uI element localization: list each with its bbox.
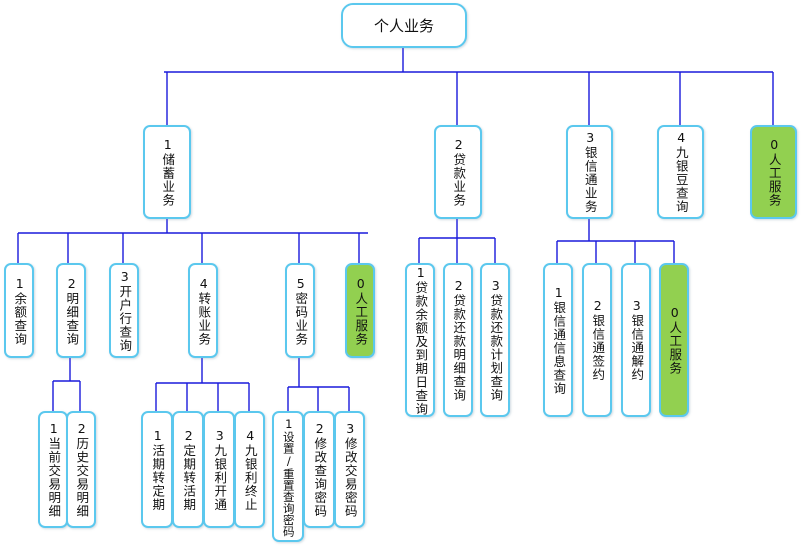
node-label: 0人工服务 — [766, 137, 782, 207]
node-jiuyindou-query[interactable]: 4九银豆查询 — [657, 125, 704, 219]
node-transfer-business[interactable]: 4转账业务 — [188, 263, 218, 358]
node-jiuyinli-terminate[interactable]: 4九银利终止 — [234, 411, 265, 528]
node-yinxintong[interactable]: 3银信通业务 — [566, 125, 613, 219]
node-label: 2明细查询 — [64, 275, 80, 346]
node-set-reset-query-password[interactable]: 1设置/重置查询密码 — [272, 411, 304, 542]
node-label: 1活期转定期 — [150, 427, 166, 512]
node-label: 个人业务 — [373, 17, 434, 35]
node-loan-balance-due-query[interactable]: 1贷款余额及到期日查询 — [405, 263, 435, 417]
node-label: 4九银利终止 — [242, 427, 258, 512]
node-loan-repayment-plan-query[interactable]: 3贷款还款计划查询 — [480, 263, 510, 417]
node-savings[interactable]: 1储蓄业务 — [143, 125, 191, 219]
node-label: 3九银利开通 — [212, 427, 228, 512]
node-manual-service[interactable]: 0人工服务 — [750, 125, 797, 219]
node-yinxintong-sign[interactable]: 2银信通签约 — [582, 263, 612, 417]
node-fixed-to-demand[interactable]: 2定期转活期 — [172, 411, 204, 528]
node-change-query-password[interactable]: 2修改查询密码 — [303, 411, 335, 528]
root-node-personal-business[interactable]: 个人业务 — [341, 3, 467, 48]
node-savings-manual-service[interactable]: 0人工服务 — [345, 263, 375, 358]
node-label: 1设置/重置查询密码 — [281, 416, 296, 537]
node-label: 5密码业务 — [293, 275, 309, 346]
node-jiuyinli-open[interactable]: 3九银利开通 — [203, 411, 235, 528]
node-label: 3修改交易密码 — [342, 421, 358, 518]
node-label: 0人工服务 — [667, 305, 683, 375]
node-label: 1储蓄业务 — [160, 137, 176, 207]
node-label: 3银信通解约 — [629, 298, 645, 382]
node-label: 2银信通签约 — [590, 298, 606, 382]
node-current-transactions[interactable]: 1当前交易明细 — [38, 411, 68, 528]
node-label: 1当前交易明细 — [46, 421, 62, 518]
node-history-transactions[interactable]: 2历史交易明细 — [66, 411, 96, 528]
node-label: 2贷款业务 — [451, 137, 467, 207]
node-label: 2修改查询密码 — [312, 421, 328, 518]
node-label: 1银信通信息查询 — [551, 284, 567, 396]
node-label: 3开户行查询 — [117, 268, 133, 353]
node-label: 1贷款余额及到期日查询 — [413, 264, 429, 416]
node-label: 4转账业务 — [196, 275, 212, 346]
node-loan-repayment-detail-query[interactable]: 2贷款还款明细查询 — [443, 263, 473, 417]
node-password-business[interactable]: 5密码业务 — [285, 263, 315, 358]
node-label: 1余额查询 — [12, 275, 28, 346]
node-label: 3银信通业务 — [582, 130, 598, 214]
node-branch-query[interactable]: 3开户行查询 — [109, 263, 139, 358]
node-yinxintong-manual-service[interactable]: 0人工服务 — [659, 263, 689, 417]
node-demand-to-fixed[interactable]: 1活期转定期 — [141, 411, 173, 528]
node-change-transaction-password[interactable]: 3修改交易密码 — [334, 411, 365, 528]
node-label: 2定期转活期 — [181, 427, 197, 512]
node-label: 3贷款还款计划查询 — [488, 278, 504, 402]
node-label: 2贷款还款明细查询 — [451, 278, 467, 402]
node-detail-query[interactable]: 2明细查询 — [56, 263, 86, 358]
node-yinxintong-cancel[interactable]: 3银信通解约 — [621, 263, 651, 417]
node-balance-query[interactable]: 1余额查询 — [4, 263, 34, 358]
node-label: 2历史交易明细 — [74, 421, 90, 518]
node-label: 4九银豆查询 — [673, 130, 689, 214]
node-label: 0人工服务 — [353, 275, 369, 346]
node-yinxintong-info-query[interactable]: 1银信通信息查询 — [543, 263, 573, 417]
node-loan[interactable]: 2贷款业务 — [434, 125, 482, 219]
